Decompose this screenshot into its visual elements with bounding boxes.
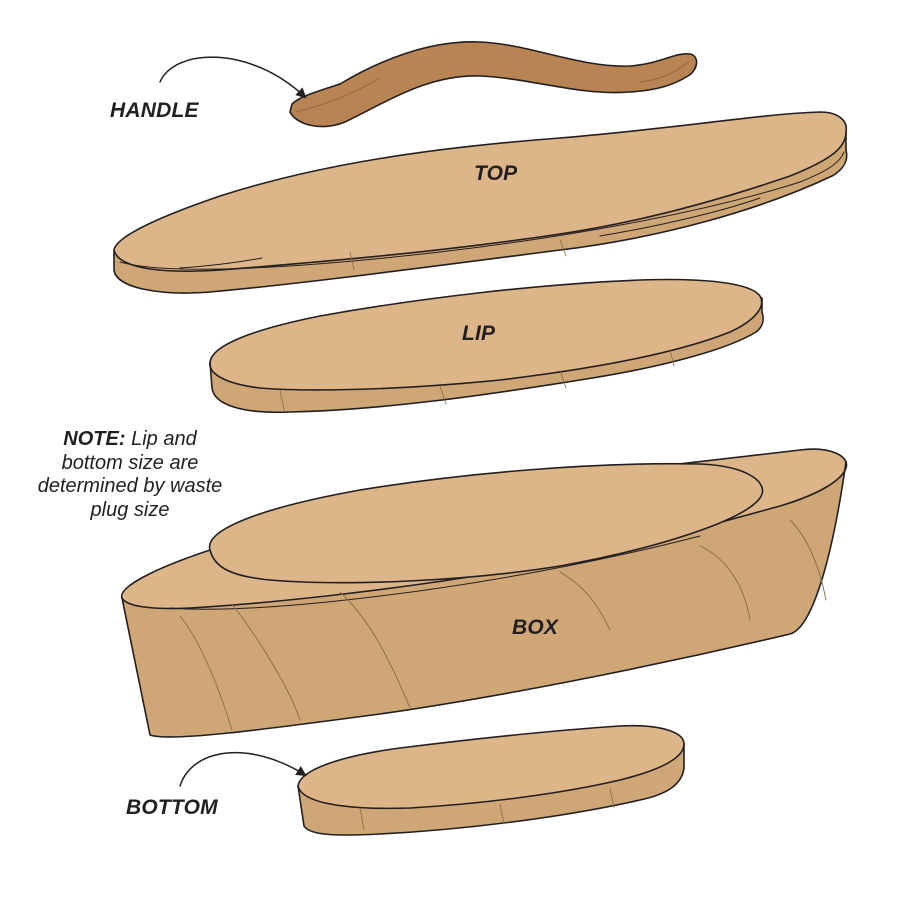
box-part [120,448,848,738]
box-cavity [208,462,764,584]
handle-label: HANDLE [110,99,199,122]
handle-leader-arrow [159,56,307,99]
top-part [113,111,848,294]
note-prefix: NOTE: [63,428,126,450]
bottom-label: BOTTOM [126,796,218,819]
bottom-part [297,724,685,836]
top-label: TOP [474,162,518,185]
note-body: Lip and bottom size are determined by wa… [37,428,223,521]
bottom-leader-arrow [179,751,307,787]
handle-part [289,41,698,128]
note-text: NOTE: Lip and bottom size are determined… [30,428,230,522]
lip-part [209,278,764,414]
lip-label: LIP [462,322,496,345]
box-label: BOX [512,616,559,639]
